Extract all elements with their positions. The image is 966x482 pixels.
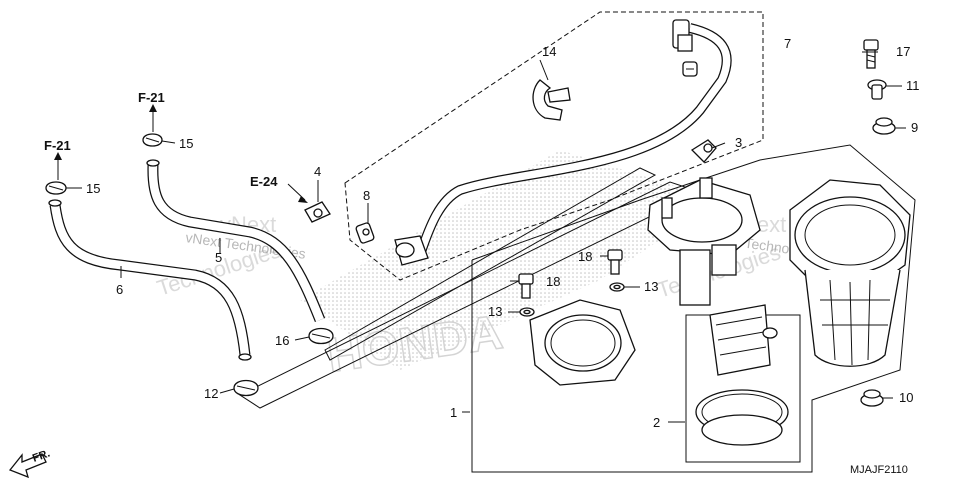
callout-18-left: 18	[546, 274, 560, 289]
diagram-code: MJAJF2110	[850, 464, 908, 476]
fr-direction-arrow: FR.	[8, 447, 52, 479]
callout-2: 2	[653, 415, 660, 430]
bolt-part-18-right	[607, 249, 623, 275]
hose-part-7	[394, 19, 732, 266]
clip-part-15-upper	[142, 133, 163, 147]
callout-11: 11	[906, 78, 920, 93]
mounting-plate	[529, 299, 636, 386]
clip-part-12	[233, 379, 259, 397]
callout-15-lower: 15	[86, 181, 100, 196]
ref-label-f21-lower: F-21	[44, 138, 71, 153]
callout-1: 1	[450, 405, 457, 420]
callout-13-right: 13	[644, 279, 658, 294]
ref-arrow-f21-lower	[54, 152, 62, 180]
fuel-pump-head	[647, 177, 761, 306]
callout-16: 16	[275, 333, 289, 348]
clip-on-hose	[682, 61, 698, 77]
callout-6: 6	[116, 282, 123, 297]
callout-8: 8	[363, 188, 370, 203]
bolt-part-18-left	[518, 273, 534, 299]
callout-13-left: 13	[488, 304, 502, 319]
ref-label-f21-upper: F-21	[138, 90, 165, 105]
hose-part-5	[146, 159, 326, 323]
ref-label-e24: E-24	[250, 174, 278, 189]
callout-18-right: 18	[578, 249, 592, 264]
grommet-part-10	[860, 389, 884, 407]
washer-part-13-left	[519, 307, 535, 317]
ref-arrow-e24	[287, 183, 308, 203]
svg-text:FR.: FR.	[31, 447, 52, 464]
ref-arrow-f21-upper	[149, 104, 157, 132]
bolt-part-17	[863, 39, 879, 69]
callout-3: 3	[735, 135, 742, 150]
callout-17: 17	[896, 44, 910, 59]
fitting-part-3	[690, 139, 717, 163]
fitting-part-8	[355, 222, 375, 244]
callout-10: 10	[899, 390, 913, 405]
clip-part-16	[308, 327, 334, 345]
clip-part-15-lower	[45, 181, 67, 195]
washer-part-13-right	[609, 282, 625, 292]
callout-4: 4	[314, 164, 321, 179]
callout-7: 7	[784, 36, 791, 51]
seal-kit-part-2	[695, 304, 789, 446]
callout-15-upper: 15	[179, 136, 193, 151]
grommet-part-11	[867, 79, 887, 100]
hose-part-6	[48, 199, 252, 361]
callout-5: 5	[215, 250, 222, 265]
clamp-part-4	[304, 201, 331, 223]
fuel-filter-body	[789, 179, 911, 367]
leader-lines	[66, 51, 906, 423]
callout-14: 14	[542, 44, 556, 59]
clip-part-14	[532, 79, 571, 121]
grommet-part-9	[872, 117, 896, 135]
callout-12: 12	[204, 386, 218, 401]
stipple-background	[300, 150, 720, 370]
callout-9: 9	[911, 120, 918, 135]
